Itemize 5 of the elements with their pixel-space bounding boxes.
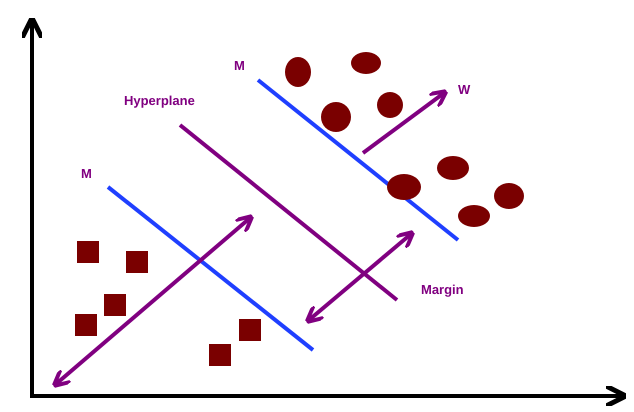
line-label: M [234, 58, 245, 73]
hyperplane-label: Hyperplane [124, 93, 195, 108]
line-label: M [81, 166, 92, 181]
line-label: W [458, 82, 470, 97]
margin-label: Margin [421, 282, 464, 297]
